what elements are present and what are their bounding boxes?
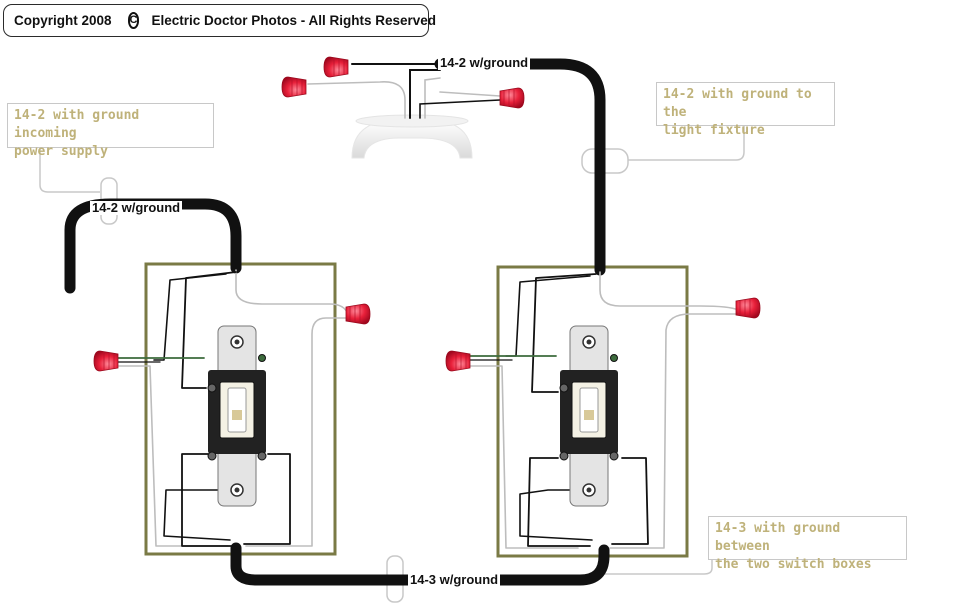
callout-incoming-power: 14-2 with ground incoming power supply — [7, 103, 214, 159]
wire-nut — [445, 350, 471, 372]
wire-nut — [499, 87, 525, 109]
switch-right — [559, 325, 619, 507]
copyright-banner: Copyright 2008 C Electric Doctor Photos … — [3, 4, 436, 37]
cable-label-traveler: 14-3 w/ground — [408, 572, 501, 587]
wire-nut — [345, 303, 371, 325]
copyright-owner: Electric Doctor Photos - All Rights Rese… — [151, 13, 437, 28]
callout-light-fixture: 14-2 with ground to the light fixture — [656, 82, 835, 138]
copyright-year: Copyright 2008 — [14, 13, 112, 28]
fixture-wires — [307, 63, 501, 119]
left-box-wires — [117, 269, 349, 547]
switch-box-right — [496, 265, 689, 558]
right-box-wires — [469, 271, 739, 549]
cable-fixture — [434, 58, 606, 276]
wire-nut — [281, 76, 307, 98]
cable-label-fixture: 14-2 w/ground — [438, 55, 531, 70]
light-fixture — [351, 114, 473, 159]
copyright-icon: C — [127, 12, 140, 29]
callout-leader-clips — [100, 148, 629, 603]
wire-nut — [735, 297, 761, 319]
callout-leaders — [39, 126, 745, 575]
callout-between-boxes: 14-3 with ground between the two switch … — [708, 516, 907, 572]
wire-nut — [323, 56, 349, 78]
cable-label-incoming: 14-2 w/ground — [90, 200, 183, 215]
wire-nut — [93, 350, 119, 372]
switch-left — [207, 325, 267, 507]
